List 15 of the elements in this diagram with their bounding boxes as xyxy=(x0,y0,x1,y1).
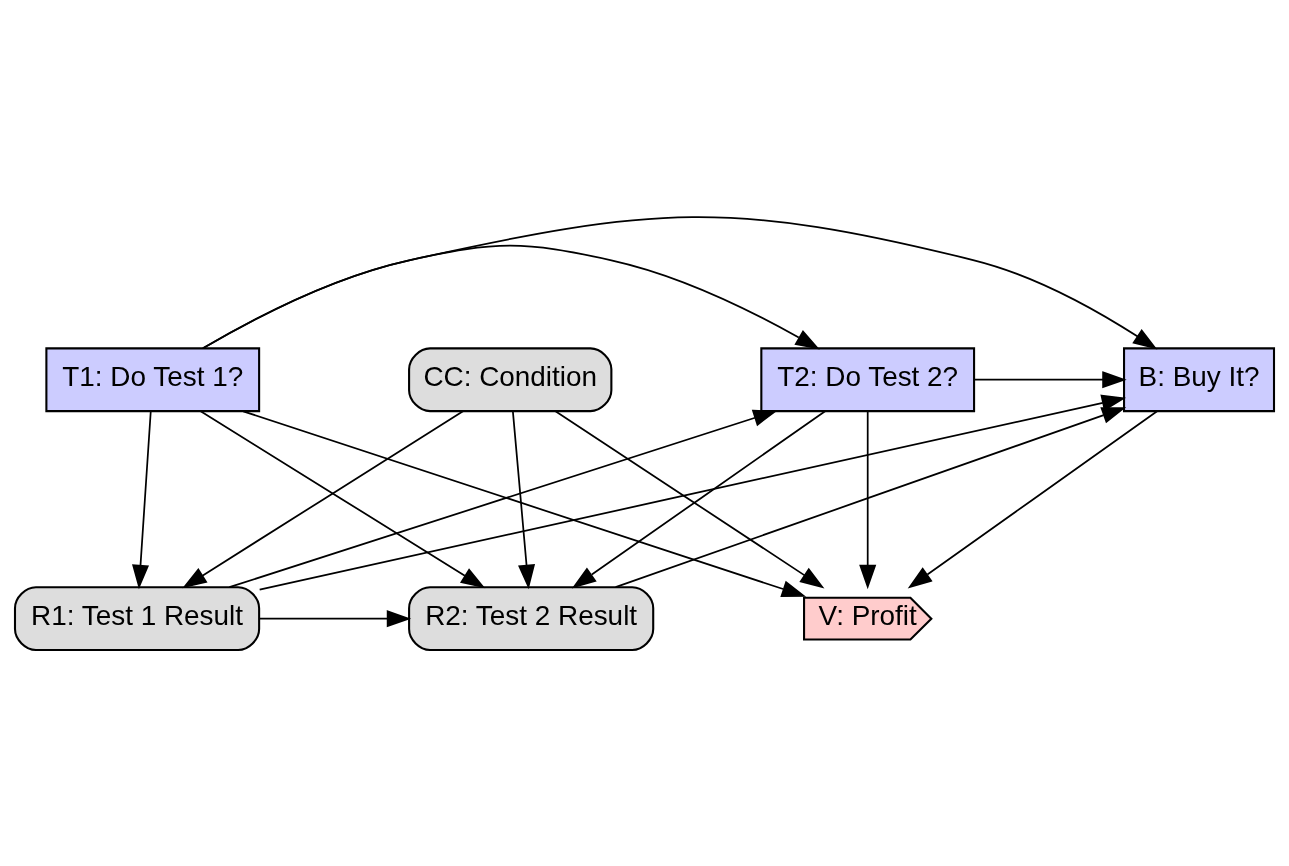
node-box: T1: Do Test 1? xyxy=(45,346,261,412)
node-box: B: Buy It? xyxy=(1123,346,1276,412)
arrow xyxy=(258,394,1127,591)
node-box: R2: Test 2 Result xyxy=(408,585,655,651)
arrow xyxy=(512,409,536,589)
arrow xyxy=(132,409,152,589)
arrow xyxy=(907,409,1158,588)
arrow xyxy=(973,370,1127,388)
node-box: R1: Test 1 Result xyxy=(13,585,261,651)
arrow xyxy=(614,406,1127,588)
arrow xyxy=(859,409,877,589)
arrow xyxy=(258,609,412,627)
node-box: CC: Condition xyxy=(408,346,613,412)
arrow xyxy=(202,215,1158,349)
node-box: T2: Do Test 2? xyxy=(760,346,976,412)
